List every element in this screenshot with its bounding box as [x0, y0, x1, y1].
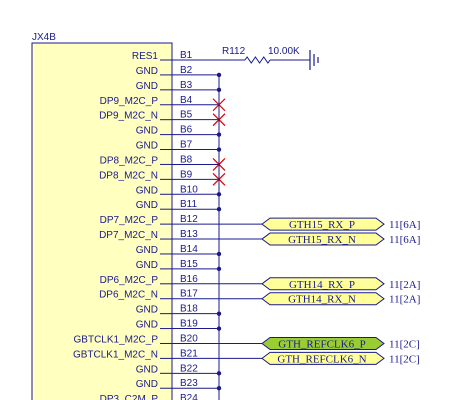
connector-body	[31, 42, 173, 400]
junction-dot	[216, 192, 222, 197]
resistor-ref-label: R112	[222, 46, 246, 57]
resistor-value-label: 10.00K	[268, 46, 300, 57]
net-label: GTH14_RX_P	[289, 279, 355, 291]
sheet-crossref-label: 11[6A]	[389, 219, 420, 231]
pin-name-label: DP9_M2C_P	[100, 96, 159, 107]
sheet-crossref-label: 11[2C]	[389, 338, 420, 350]
pin-number-label: B23	[180, 378, 198, 389]
net-port-flag[interactable]	[261, 232, 385, 246]
pin-number-label: B12	[180, 214, 198, 225]
pin-number-label: B10	[180, 184, 198, 195]
pin-number-label: B3	[180, 80, 193, 91]
pin-name-label: GND	[136, 200, 158, 211]
pin-name-label: DP8_M2C_N	[99, 170, 158, 181]
pin-number-label: B14	[180, 244, 198, 255]
wires-layer: GTH15_RX_P 11[6A] GTH15_RX_N 11[6A] GTH14_RX…	[216, 72, 420, 400]
junction-dot	[216, 386, 222, 391]
net-port-flag[interactable]	[261, 336, 385, 350]
pin-number-label: B24	[180, 393, 198, 400]
pin-number-label: B1	[180, 50, 193, 61]
net-label: GTH15_RX_P	[289, 219, 355, 231]
pin-number-label: B21	[180, 348, 198, 359]
pin-number-label: B18	[180, 304, 198, 315]
pin-name-label: GND	[136, 245, 158, 256]
pin-number-label: B2	[180, 65, 193, 76]
junction-dot	[216, 207, 222, 212]
pin-name-label: GND	[136, 364, 158, 375]
junction-dot	[216, 326, 222, 331]
pin-name-label: GND	[136, 320, 158, 331]
pin-name-label: GND	[136, 66, 158, 77]
pin-number-label: B16	[180, 274, 198, 285]
junction-dot	[216, 132, 222, 137]
junction-dot	[216, 311, 222, 316]
resistor-group: R112 10.00K	[219, 46, 319, 70]
pin-name-label: DP3_C2M_P	[100, 394, 159, 400]
pin-name-label: GND	[136, 379, 158, 390]
pin-name-label: DP7_M2C_P	[100, 215, 159, 226]
pin-name-label: DP6_M2C_P	[100, 275, 159, 286]
pin-number-label: B15	[180, 259, 198, 270]
pin-number-label: B20	[180, 333, 198, 344]
pin-name-label: GBTCLK1_M2C_N	[73, 349, 158, 360]
junction-dot	[216, 72, 222, 78]
pin-number-label: B22	[180, 363, 198, 374]
pin-number-label: B5	[180, 110, 193, 121]
pin-name-label: DP8_M2C_P	[100, 155, 159, 166]
sheet-crossref-label: 11[6A]	[389, 234, 420, 246]
junction-dot	[216, 266, 222, 272]
pin-number-label: B9	[180, 169, 193, 180]
pin-name-label: GND	[136, 126, 158, 137]
net-label: GTH_REFCLK6_P	[278, 338, 365, 350]
pin-number-label: B11	[180, 199, 197, 210]
net-label: GTH15_RX_N	[288, 234, 356, 246]
junction-dot	[216, 371, 222, 376]
net-label: GTH_REFCLK6_N	[277, 353, 366, 365]
pin-name-label: GND	[136, 305, 158, 316]
pin-name-label: RES1	[132, 51, 159, 62]
pin-number-label: B7	[180, 140, 193, 151]
junction-dot	[216, 87, 222, 93]
pin-name-label: GBTCLK1_M2C_P	[74, 334, 159, 345]
sheet-crossref-label: 11[2C]	[389, 353, 420, 365]
net-label: GTH14_RX_N	[288, 294, 356, 306]
pin-name-label: GND	[136, 260, 158, 271]
pin-number-label: B4	[180, 95, 193, 106]
net-port-flag[interactable]	[261, 292, 385, 306]
pin-number-label: B19	[180, 319, 198, 330]
junction-dot	[216, 251, 222, 257]
net-port-flag[interactable]	[261, 351, 385, 365]
pin-name-label: DP7_M2C_N	[99, 230, 158, 241]
resistor-symbol	[244, 56, 271, 64]
net-port-flag[interactable]	[261, 277, 385, 291]
junction-dot	[216, 147, 222, 152]
pin-number-label: B6	[180, 125, 193, 136]
pin-number-label: B17	[180, 289, 198, 300]
pin-name-label: GND	[136, 81, 158, 92]
sheet-crossref-label: 11[2A]	[389, 279, 420, 291]
pin-name-label: DP6_M2C_N	[99, 290, 158, 301]
pin-name-label: DP9_M2C_N	[99, 111, 158, 122]
pin-number-label: B8	[180, 154, 193, 165]
pin-name-label: GND	[136, 141, 158, 152]
component-designator: JX4B	[32, 32, 56, 43]
pin-number-label: B13	[180, 229, 198, 240]
net-port-flag[interactable]	[261, 217, 385, 231]
pin-name-label: GND	[136, 185, 158, 196]
sheet-crossref-label: 11[2A]	[389, 294, 420, 306]
